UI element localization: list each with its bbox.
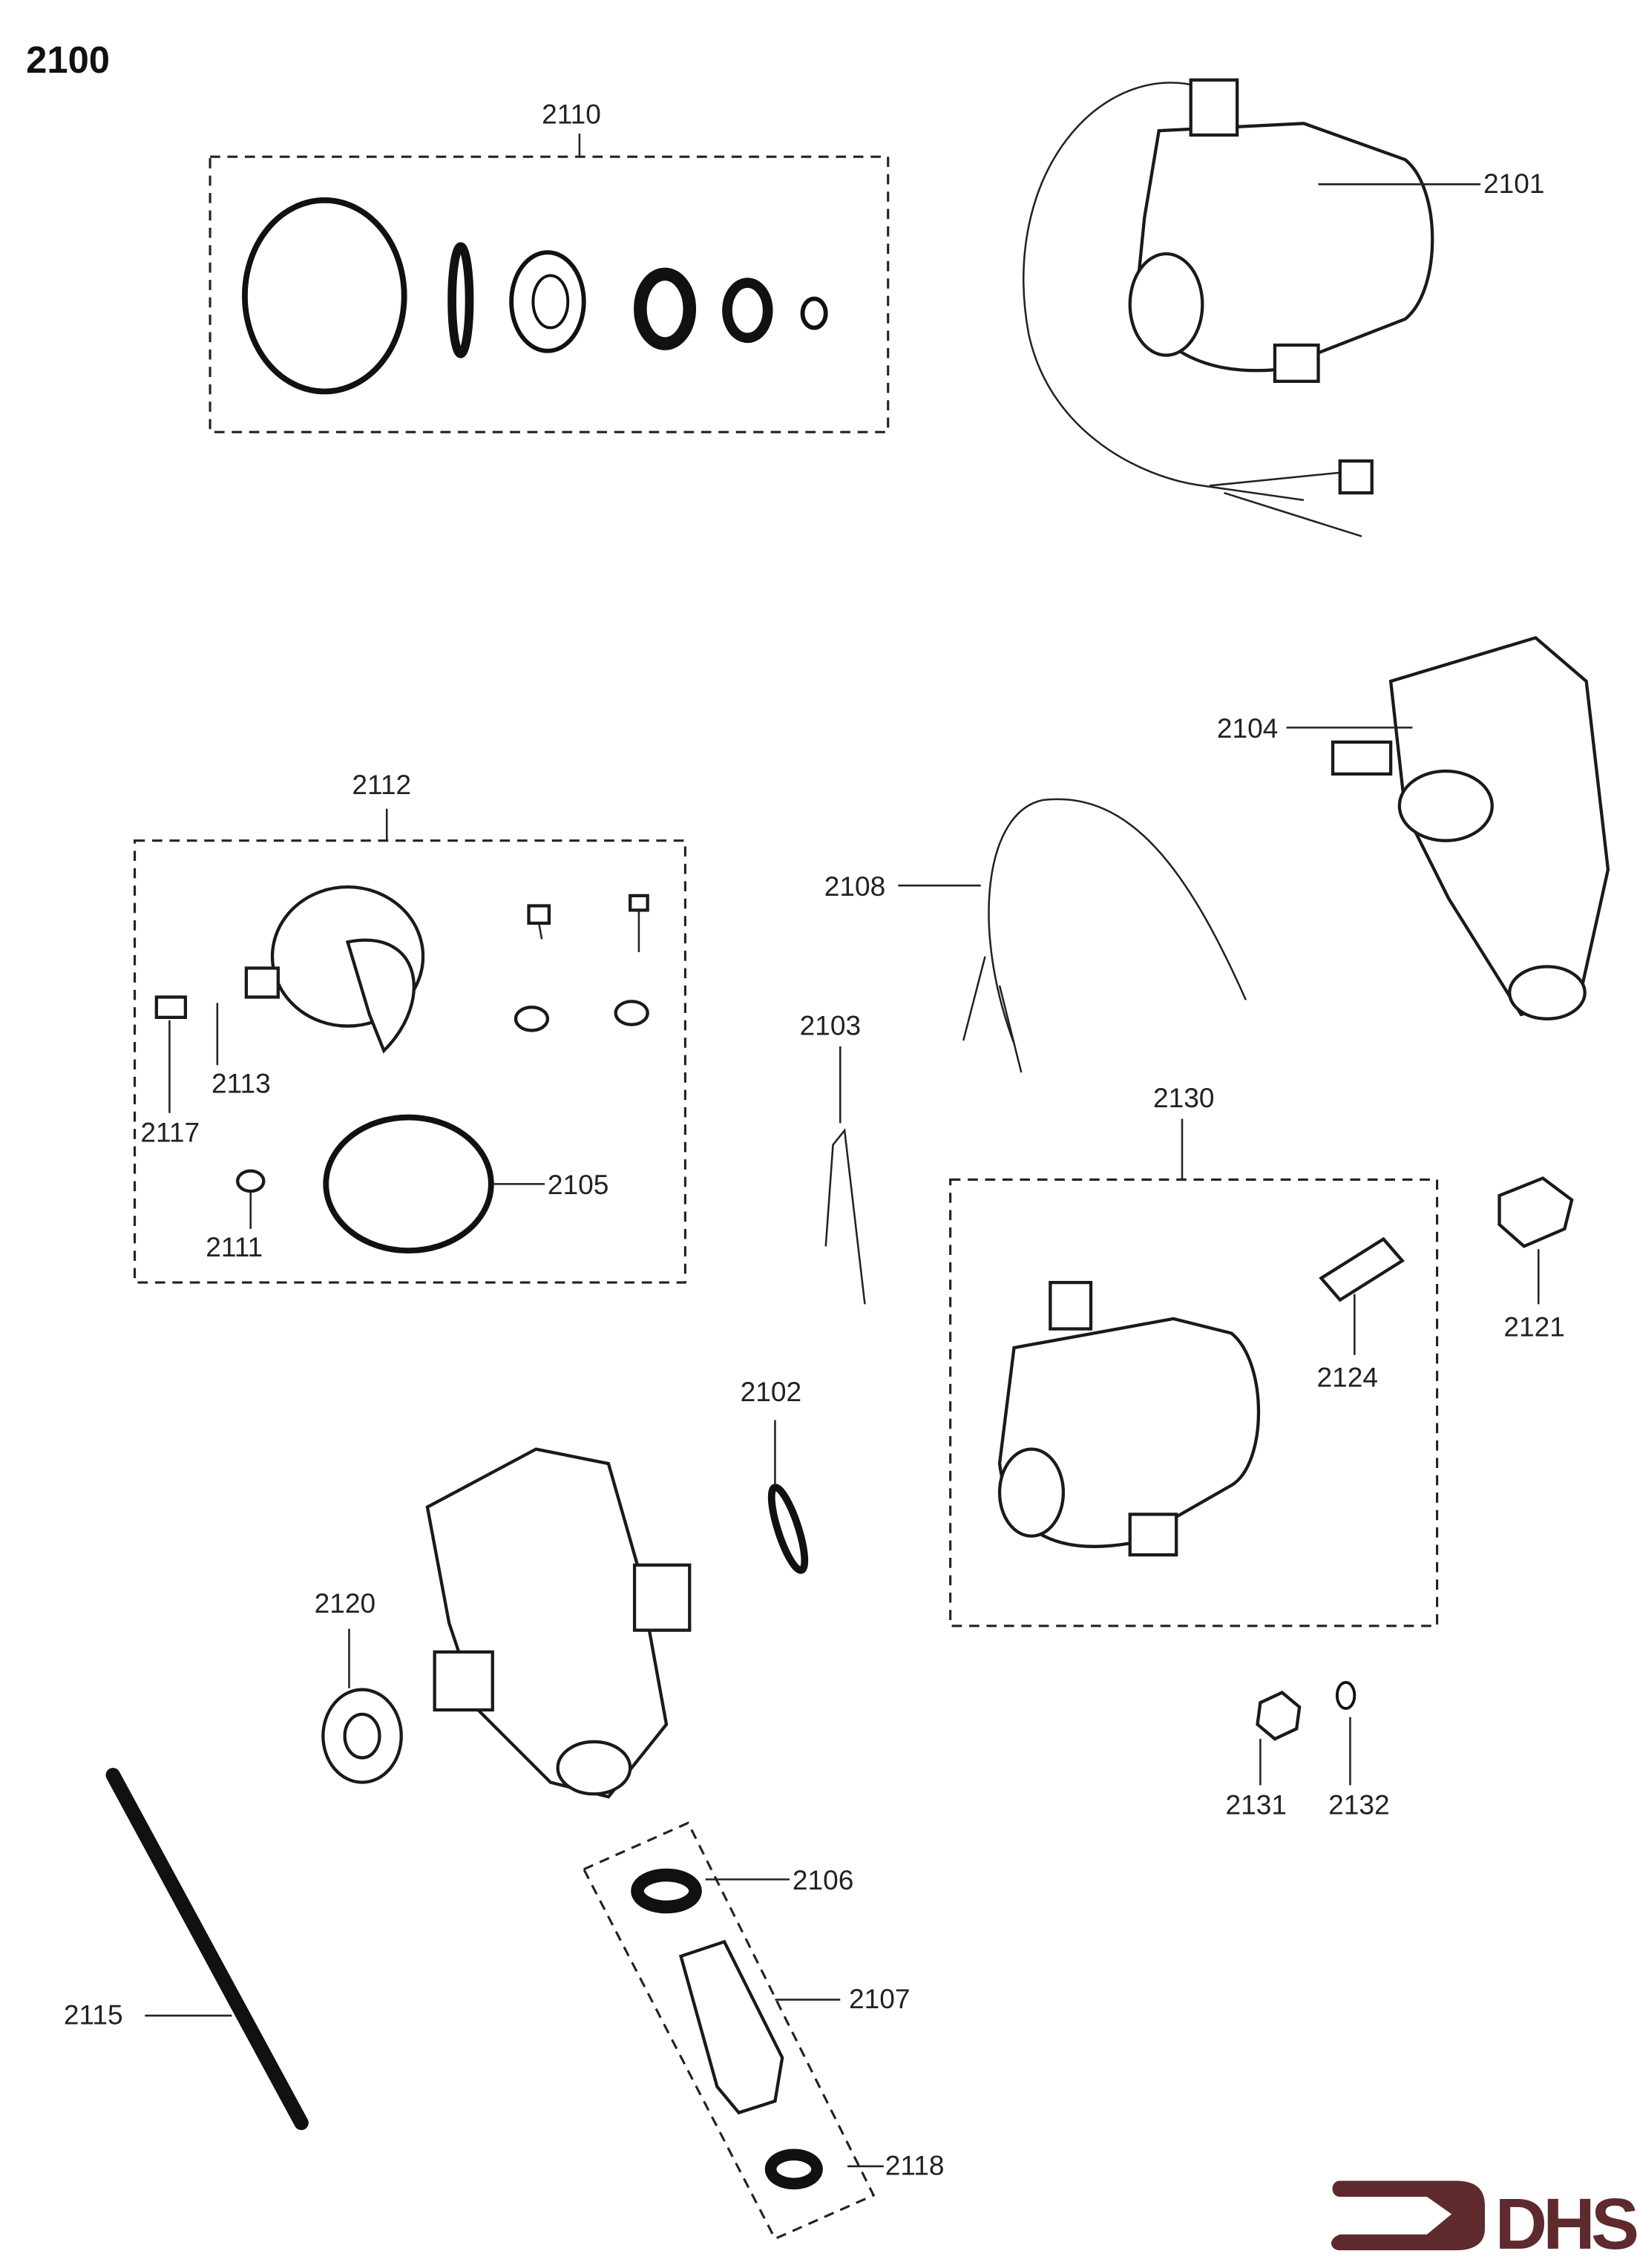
label-2131: 2131 [1226,1789,1287,1820]
dhs-logo-text: DHS [1495,2183,1637,2264]
label-2120: 2120 [315,1587,375,1619]
label-2106: 2106 [793,1864,853,1895]
diagram-title: 2100 [26,39,110,81]
label-2108: 2108 [824,871,885,902]
label-2110: 2110 [542,98,601,129]
shaft-kit [582,1821,876,2241]
label-2115: 2115 [64,1999,123,2031]
cord-2103 [824,1127,866,1305]
dhs-logo: DHS [1331,2180,1637,2264]
label-2107: 2107 [849,1983,910,2014]
motor-2101 [1023,78,1434,537]
bushing-2121 [1497,1176,1574,1248]
label-2117: 2117 [140,1117,200,1148]
label-2132: 2132 [1328,1789,1389,1820]
washer-2132 [1335,1680,1356,1711]
label-2111: 2111 [206,1231,263,1262]
label-2101: 2101 [1483,168,1544,199]
label-2118: 2118 [885,2150,945,2181]
o-ring-2102 [767,1484,809,1574]
pump-body [425,1447,692,1799]
motor-kit-2130 [949,1118,1439,1628]
nut-2131 [1256,1691,1302,1741]
rod-2115 [105,1768,309,2131]
label-2113: 2113 [211,1067,271,1098]
label-2124: 2124 [1317,1362,1378,1393]
seal-2120 [321,1688,403,1784]
label-2130: 2130 [1153,1082,1214,1113]
label-2103: 2103 [800,1009,861,1040]
label-2102: 2102 [741,1376,801,1407]
cable-2108 [988,798,1247,1044]
label-2112: 2112 [352,769,411,800]
housing-2104 [1331,635,1610,1020]
label-2121: 2121 [1503,1311,1564,1342]
cover-kit-2112 [133,808,686,1284]
seal-kit-2110 [209,133,890,433]
label-2105: 2105 [548,1169,608,1200]
label-2104: 2104 [1217,712,1278,744]
